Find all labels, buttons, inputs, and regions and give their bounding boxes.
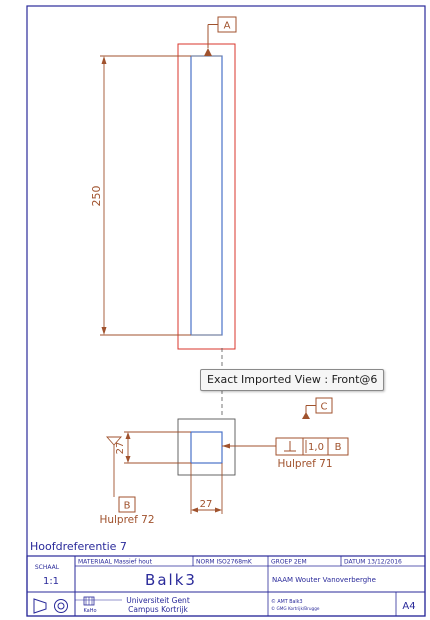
datum-b-symbol[interactable]: B Hulpref 72 xyxy=(99,436,155,526)
schaal-value: 1:1 xyxy=(43,576,59,587)
front-view[interactable] xyxy=(177,43,236,350)
materiaal-field: MATERIAAL Massief hout xyxy=(78,559,153,566)
datum-c-symbol[interactable]: C xyxy=(302,397,333,419)
perpendicularity-icon xyxy=(284,441,296,452)
dimension-width-value: 27 xyxy=(200,499,213,510)
title-block xyxy=(26,555,426,617)
view-frame xyxy=(177,418,236,476)
view-selection-box xyxy=(177,43,236,350)
part-outline[interactable] xyxy=(190,55,223,336)
sheet-border xyxy=(26,5,426,617)
logo-text: KaHo xyxy=(83,608,96,614)
university-line2: Campus Kortrijk xyxy=(128,605,188,614)
top-view[interactable] xyxy=(177,418,236,476)
copyright-line2: © GMG Kortrijk/Brugge xyxy=(271,606,320,611)
datum-c-label: C xyxy=(321,402,328,413)
projection-method-icon xyxy=(33,598,68,614)
dimension-height-value: 27 xyxy=(115,442,126,455)
view-tooltip: Exact Imported View : Front@6 xyxy=(200,369,385,391)
fcf-tolerance: 1,0 xyxy=(308,442,324,453)
schaal-label: SCHAAL xyxy=(35,564,60,571)
hulpref-72-label: Hulpref 72 xyxy=(99,514,154,526)
fcf-datum: B xyxy=(335,442,342,453)
norm-field: NORM ISO2768mK xyxy=(196,559,253,566)
dimension-width[interactable]: 27 xyxy=(190,463,223,514)
dimension-length-value: 250 xyxy=(90,186,103,207)
format-label: A4 xyxy=(402,601,415,612)
hulpref-71-label: Hulpref 71 xyxy=(277,458,332,470)
groep-field: GROEP 2EM xyxy=(271,559,307,566)
feature-control-frame[interactable]: 1,0 B Hulpref 71 xyxy=(222,437,349,470)
university-logo: KaHo xyxy=(83,596,97,614)
section-outline[interactable] xyxy=(190,431,223,464)
part-name: Balk3 xyxy=(145,571,197,589)
datum-b-label: B xyxy=(124,501,131,512)
dimension-length[interactable]: 250 xyxy=(90,55,191,336)
datum-field: DATUM 13/12/2016 xyxy=(344,559,402,566)
datum-a-label: A xyxy=(224,21,231,32)
university-line1: Universiteit Gent xyxy=(126,596,190,605)
datum-a-symbol[interactable]: A xyxy=(204,16,237,56)
naam-field: NAAM Wouter Vanoverberghe xyxy=(272,576,376,584)
copyright-line1: © AMT Balk3 xyxy=(271,598,303,605)
main-reference-label: Hoofdreferentie 7 xyxy=(30,540,127,553)
dimension-height[interactable]: 27 xyxy=(115,431,191,464)
